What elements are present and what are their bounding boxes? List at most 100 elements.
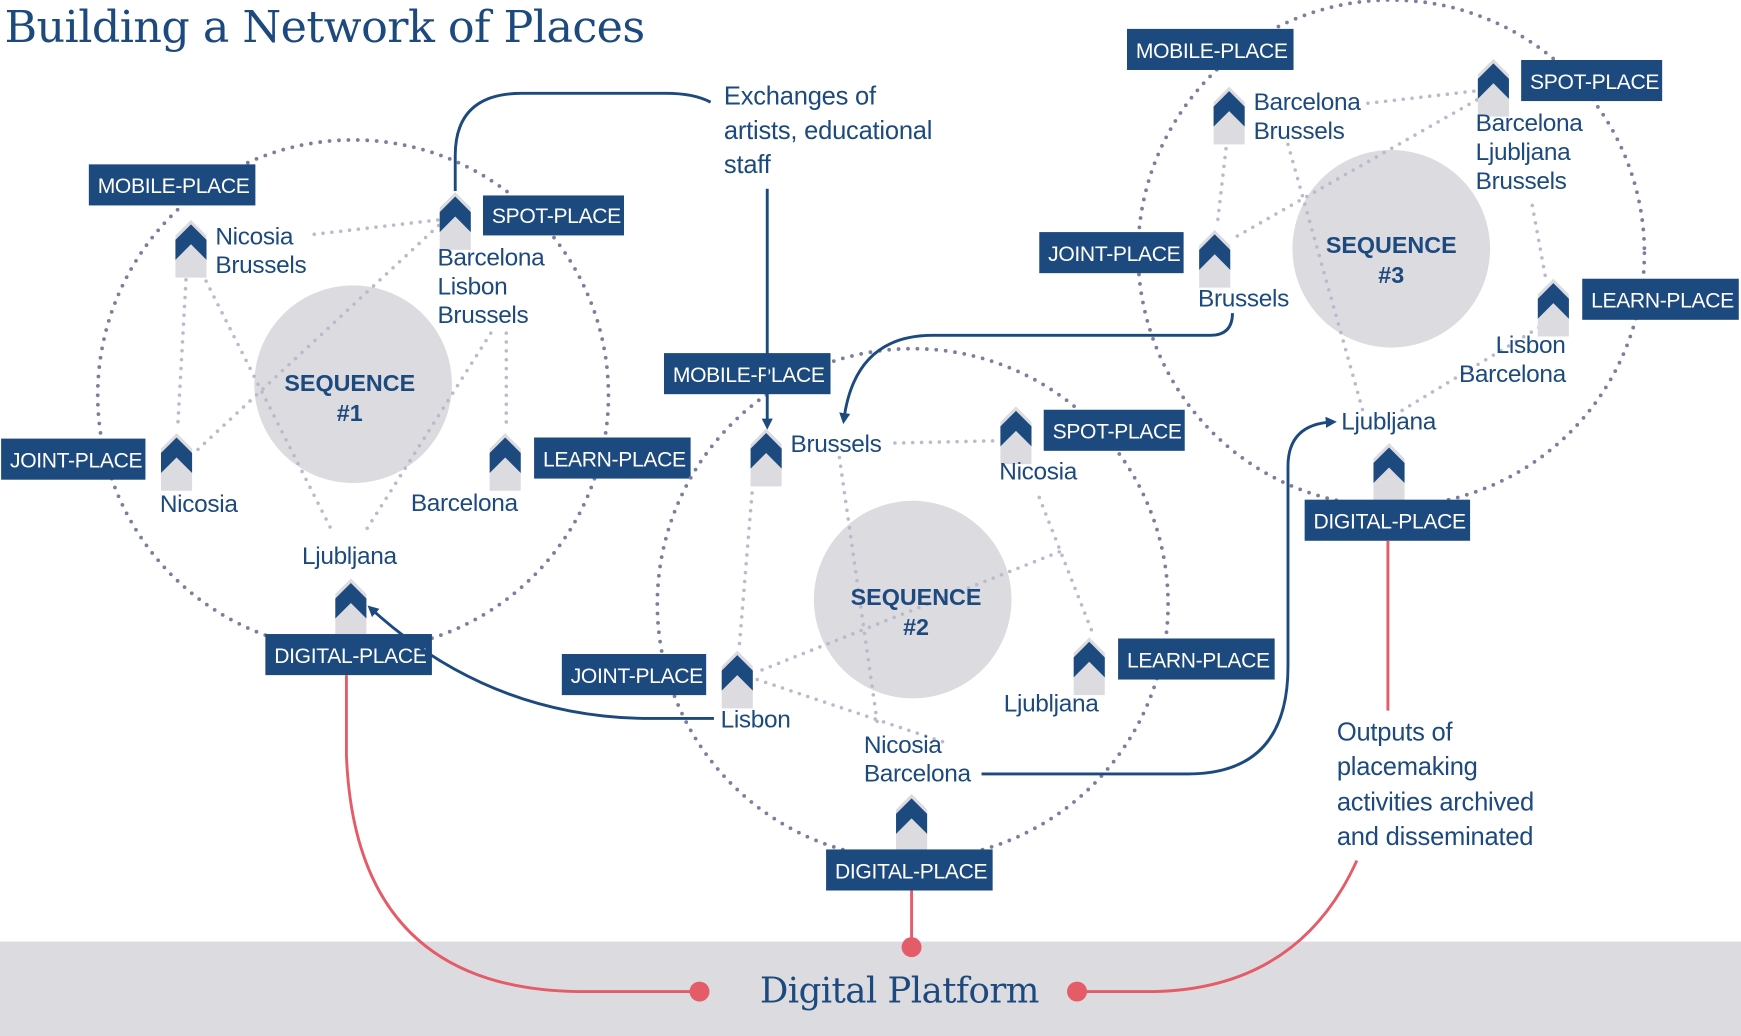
svg-text:artists, educational: artists, educational — [724, 117, 932, 145]
sequence-3-core — [1292, 149, 1491, 348]
place-marker-icon — [175, 219, 207, 278]
city-label: Barcelona — [864, 761, 972, 788]
output-dot-1 — [689, 981, 710, 1002]
place-marker-icon — [1537, 278, 1569, 337]
joint-place-tag — [561, 654, 707, 696]
spot-place-tag-label: SPOT-PLACE — [492, 205, 621, 228]
mobile-place-tag-label: MOBILE-PLACE — [1136, 40, 1288, 63]
svg-text:activities archived: activities archived — [1337, 789, 1534, 817]
city-label: Ljubljana — [1004, 691, 1099, 718]
place-marker-icon — [1477, 58, 1509, 117]
place-marker-icon — [1373, 443, 1405, 501]
learn-place-tag — [1582, 278, 1739, 320]
joint-place-tag-label: JOINT-PLACE — [571, 665, 703, 688]
output-dot-2 — [901, 937, 922, 958]
digital-place-tag — [265, 634, 432, 676]
place-marker-icon — [721, 650, 753, 709]
joint-place-tag-label: JOINT-PLACE — [1048, 243, 1180, 266]
place-marker-icon — [750, 428, 782, 487]
place-marker-icon — [1000, 406, 1032, 465]
city-label: Barcelona — [411, 490, 519, 517]
sequence-2-title: SEQUENCE — [851, 584, 982, 610]
joint-place-tag-label: JOINT-PLACE — [10, 449, 142, 472]
diagram-title: Building a Network of Places — [4, 2, 644, 53]
svg-text:Exchanges of: Exchanges of — [724, 82, 877, 110]
sequence-2: SEQUENCE #2 MOBILE-PLACE Brussels SPOT-P… — [561, 346, 1275, 891]
spot-place-tag — [1043, 409, 1185, 451]
place-marker-icon — [160, 433, 193, 491]
output-connector-1 — [344, 675, 700, 993]
learn-place-tag-label: LEARN-PLACE — [1127, 649, 1270, 672]
city-label: Barcelona — [1459, 361, 1567, 388]
sequence-1-ring — [95, 138, 611, 653]
spot-place-tag — [1521, 59, 1663, 102]
city-label: Lisbon — [437, 273, 507, 300]
exchanges-annotation: Exchanges of artists, educational staff — [724, 82, 933, 179]
city-label: Ljubljana — [1476, 139, 1571, 166]
digital-place-tag — [826, 849, 993, 891]
city-label: Barcelona — [437, 244, 545, 271]
city-label: Ljubljana — [302, 543, 397, 570]
outputs-annotation: Outputs of placemaking activities archiv… — [1337, 719, 1534, 851]
city-label: Brussels — [791, 431, 882, 458]
mobile-place-tag-label: MOBILE-PLACE — [98, 175, 250, 198]
city-label: Nicosia — [160, 491, 238, 518]
city-label: Brussels — [215, 252, 306, 279]
sequence-2-number: #2 — [903, 614, 929, 640]
svg-text:placemaking: placemaking — [1337, 753, 1478, 781]
digital-place-tag — [1304, 499, 1471, 541]
city-label: Nicosia — [864, 732, 942, 759]
city-label: Nicosia — [999, 459, 1077, 486]
city-label: Brussels — [1198, 285, 1289, 312]
place-marker-icon — [439, 192, 471, 250]
barcelona-arrow — [981, 416, 1337, 776]
learn-place-tag — [1118, 638, 1275, 680]
learn-place-tag — [534, 437, 691, 479]
city-label: Brussels — [1476, 168, 1567, 195]
spot-place-tag — [482, 195, 625, 236]
svg-text:staff: staff — [724, 151, 772, 179]
city-label: Lisbon — [1496, 332, 1566, 359]
place-marker-icon — [1199, 229, 1231, 288]
mobile-place-tag — [88, 164, 256, 206]
digital-platform-label: Digital Platform — [760, 971, 1039, 1012]
sequence-3-number: #3 — [1378, 262, 1404, 288]
lisbon-arrow — [367, 605, 714, 720]
city-label: Nicosia — [215, 223, 293, 250]
svg-text:Outputs of: Outputs of — [1337, 719, 1454, 747]
place-marker-icon — [335, 578, 367, 637]
digital-place-tag-label: DIGITAL-PLACE — [1314, 511, 1467, 534]
city-label: Barcelona — [1476, 110, 1584, 137]
sequence-1-title: SEQUENCE — [284, 370, 415, 396]
learn-place-tag-label: LEARN-PLACE — [1591, 290, 1734, 313]
place-marker-icon — [489, 433, 521, 491]
svg-text:and disseminated: and disseminated — [1337, 823, 1533, 851]
brussels-arrow — [839, 313, 1234, 425]
city-label: Ljubljana — [1341, 409, 1436, 436]
mobile-place-tag — [663, 353, 831, 395]
exchange-connector — [453, 91, 712, 192]
joint-place-tag — [1039, 232, 1184, 274]
city-label: Brussels — [437, 302, 528, 329]
sequence-2-ring — [655, 346, 1170, 862]
platform-band — [0, 941, 1741, 1036]
output-connector-3b — [1077, 859, 1359, 993]
joint-place-tag — [1, 438, 146, 480]
output-dot-3 — [1067, 981, 1088, 1002]
city-label: Barcelona — [1254, 89, 1362, 116]
spot-place-tag-label: SPOT-PLACE — [1053, 421, 1182, 444]
sequence-1-core — [254, 285, 452, 484]
learn-place-tag-label: LEARN-PLACE — [543, 448, 686, 471]
place-marker-icon — [896, 793, 928, 852]
digital-place-tag-label: DIGITAL-PLACE — [274, 645, 427, 668]
digital-place-tag-label: DIGITAL-PLACE — [835, 860, 988, 883]
sequence-1: SEQUENCE #1 MOBILE-PLACE Nicosia Brussel… — [1, 138, 691, 676]
sequence-2-core — [813, 500, 1012, 699]
spot-place-tag-label: SPOT-PLACE — [1530, 71, 1659, 94]
mobile-place-tag — [1126, 28, 1294, 70]
city-label: Brussels — [1254, 118, 1345, 145]
mobile-place-tag-label: MOBILE-PLACE — [673, 364, 825, 387]
city-label: Lisbon — [721, 706, 791, 733]
sequence-1-number: #1 — [337, 400, 363, 426]
place-marker-icon — [1073, 637, 1105, 696]
